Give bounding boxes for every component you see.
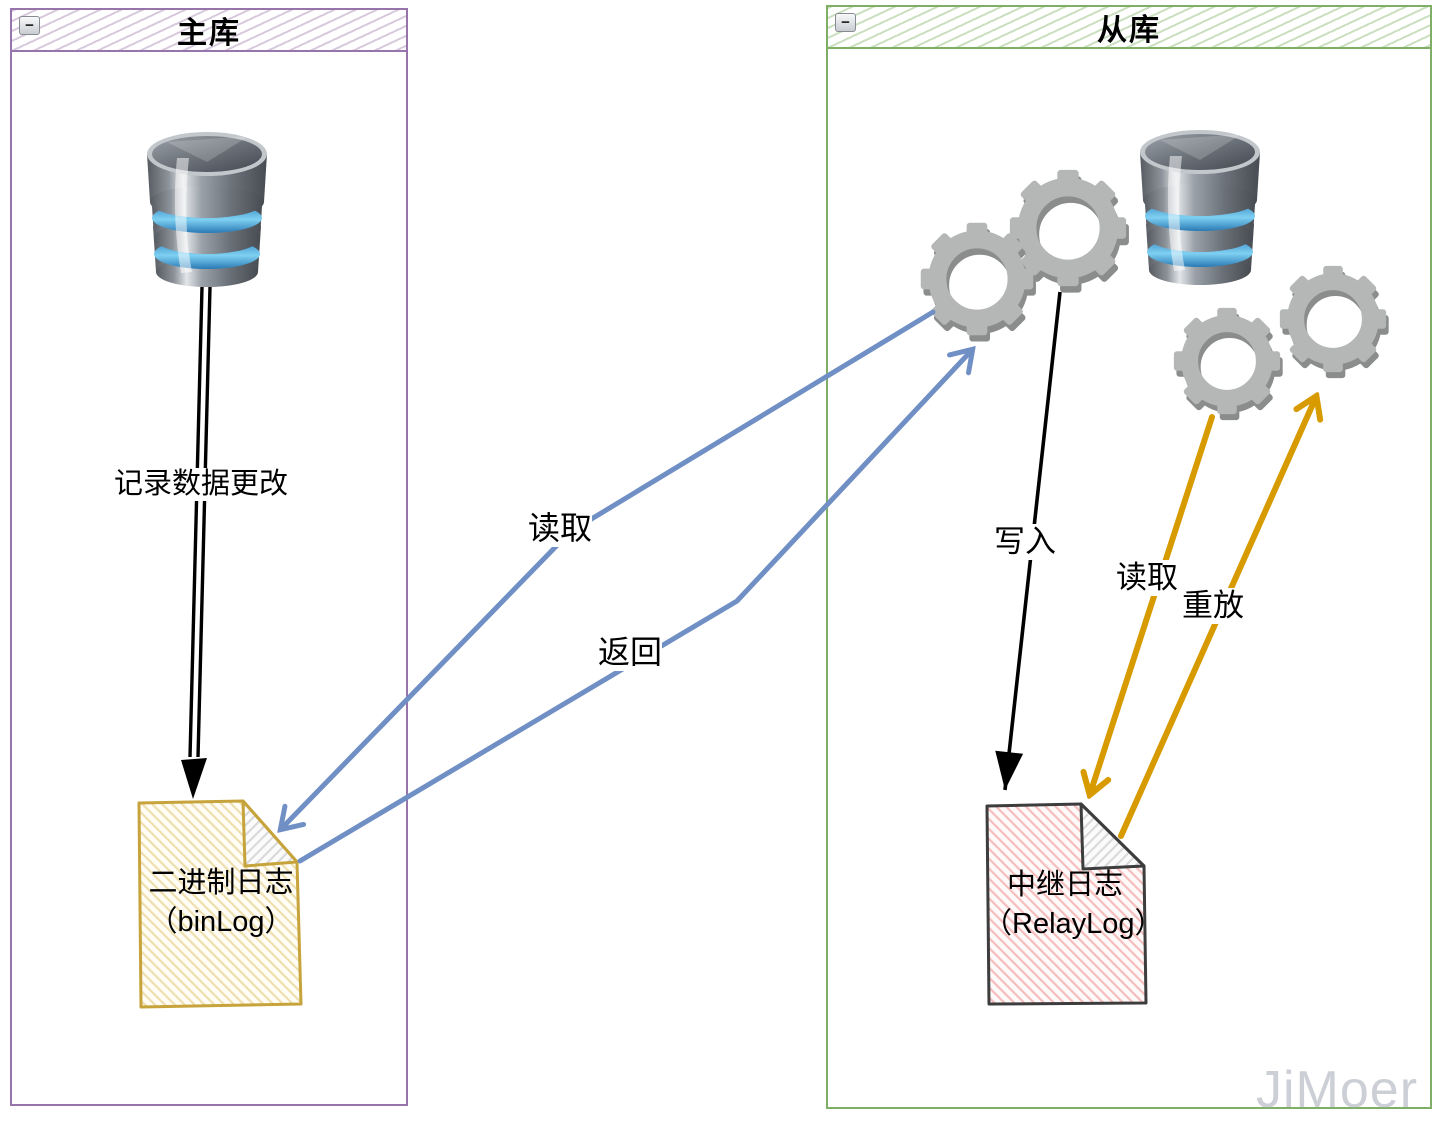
return-data-label: 返回 — [598, 634, 663, 671]
read-binlog-label: 读取 — [528, 510, 593, 547]
slave-panel-header: − 从库 — [828, 7, 1430, 49]
collapse-icon[interactable]: − — [19, 16, 40, 35]
replay-label: 重放 — [1182, 588, 1244, 624]
relaylog-label: 中继日志 （RelayLog） — [983, 866, 1164, 944]
read-relaylog-label: 读取 — [1116, 560, 1178, 596]
binlog-label: 二进制日志 （binLog） — [137, 864, 305, 942]
watermark: JiMoer — [1256, 1061, 1419, 1119]
binlog-title: 二进制日志 — [148, 867, 294, 899]
record-changes-label: 记录数据更改 — [114, 468, 289, 502]
collapse-icon[interactable]: − — [835, 13, 856, 32]
write-relaylog-label: 写入 — [994, 524, 1056, 560]
binlog-subtitle: （binLog） — [148, 906, 294, 939]
master-panel-header: − 主库 — [12, 10, 406, 52]
relaylog-title: 中继日志 — [1006, 869, 1123, 901]
slave-panel-title: 从库 — [1097, 14, 1161, 47]
master-panel-title: 主库 — [177, 17, 241, 50]
relaylog-subtitle: （RelayLog） — [983, 908, 1164, 941]
